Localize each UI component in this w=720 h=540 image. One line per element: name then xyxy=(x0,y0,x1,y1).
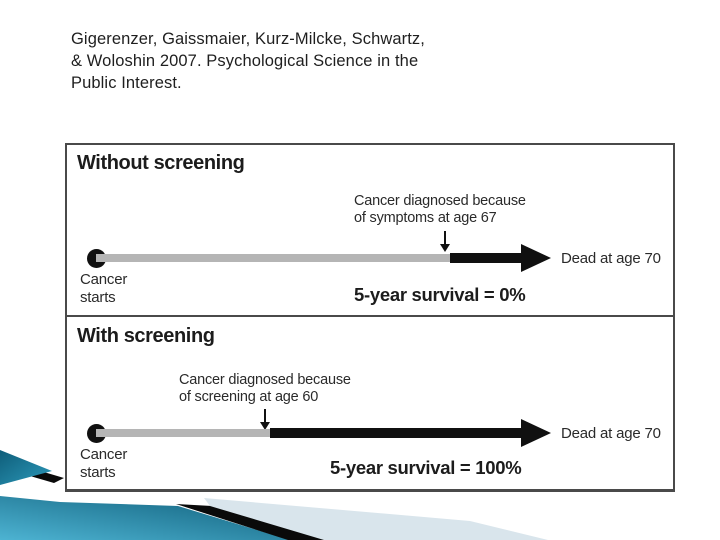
timeline-arrowhead-icon xyxy=(521,244,551,272)
lead-time-figure: Without screening Cancer diagnosed becau… xyxy=(65,143,675,492)
teal-wedge-shape xyxy=(0,450,52,485)
death-label: Dead at age 70 xyxy=(561,250,661,267)
black-stripe-shape xyxy=(176,504,326,540)
panel-divider xyxy=(67,315,673,317)
pre-diagnosis-bar xyxy=(96,254,450,262)
death-label: Dead at age 70 xyxy=(561,425,661,442)
citation-text: Gigerenzer, Gaissmaier, Kurz-Milcke, Sch… xyxy=(71,30,425,92)
annotation-arrow-icon xyxy=(444,231,446,245)
timeline-arrowhead-icon xyxy=(521,419,551,447)
post-diagnosis-bar xyxy=(270,428,523,438)
survival-label: 5-year survival = 100% xyxy=(330,457,522,478)
footer-decoration xyxy=(0,450,548,540)
pre-diagnosis-bar xyxy=(96,429,270,437)
annotation-arrow-icon xyxy=(264,409,266,423)
cancer-starts-label: Cancer starts xyxy=(80,271,128,306)
post-diagnosis-bar xyxy=(450,253,523,263)
cancer-starts-label: Cancer starts xyxy=(80,446,128,481)
annotation-arrowhead-icon xyxy=(260,422,270,430)
diagnosis-annotation: Cancer diagnosed because of screening at… xyxy=(179,372,351,405)
panel-title: Without screening xyxy=(77,152,245,174)
survival-label: 5-year survival = 0% xyxy=(354,284,526,305)
panel-title: With screening xyxy=(77,325,215,347)
pale-stripe-shape xyxy=(204,498,548,540)
annotation-arrowhead-icon xyxy=(440,244,450,252)
diagnosis-annotation: Cancer diagnosed because of symptoms at … xyxy=(354,193,526,226)
teal-band-shape xyxy=(0,496,290,540)
